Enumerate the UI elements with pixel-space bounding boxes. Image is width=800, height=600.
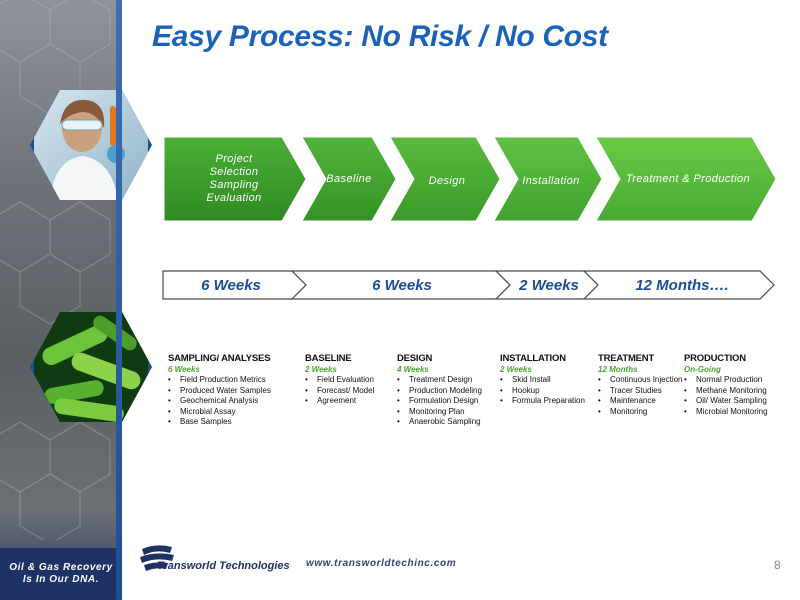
list-item: Forecast/ Model <box>305 386 374 397</box>
list-item: Microbial Assay <box>168 407 271 418</box>
column-list: Skid Install Hookup Formula Preparation <box>500 375 585 407</box>
slogan-line-1: Oil & Gas Recovery <box>9 562 113 573</box>
process-step-1-line-2: Selection <box>209 166 259 178</box>
column-baseline: BASELINE 2 Weeks Field Evaluation Foreca… <box>305 353 374 407</box>
column-duration: 4 Weeks <box>397 365 429 374</box>
column-production: PRODUCTION On-Going Normal Production Me… <box>684 353 768 417</box>
column-design: DESIGN 4 Weeks Treatment Design Producti… <box>397 353 482 428</box>
process-chevrons <box>162 136 777 300</box>
list-item: Anaerobic Sampling <box>397 417 482 428</box>
page-number: 8 <box>774 558 781 572</box>
list-item: Methane Monitoring <box>684 386 768 397</box>
process-step-1 <box>163 136 307 222</box>
column-list: Continuous Injection Tracer Studies Main… <box>598 375 683 417</box>
process-step-5-label: Treatment & Production <box>625 172 751 185</box>
list-item: Field Evaluation <box>305 375 374 386</box>
column-list: Treatment Design Production Modeling For… <box>397 375 482 428</box>
column-title: SAMPLING/ ANALYSES <box>168 353 271 364</box>
website-url[interactable]: www.transworldtechinc.com <box>306 558 457 569</box>
scientist-photo <box>30 90 152 200</box>
bacteria-photo <box>30 312 152 422</box>
process-step-4 <box>493 136 603 222</box>
list-item: Oil/ Water Sampling <box>684 396 768 407</box>
column-list: Normal Production Methane Monitoring Oil… <box>684 375 768 417</box>
process-step-2 <box>301 136 397 222</box>
list-item: Monitoring Plan <box>397 407 482 418</box>
list-item: Maintenance <box>598 396 683 407</box>
list-item: Skid Install <box>500 375 585 386</box>
process-step-1-line-4: Evaluation <box>206 192 262 204</box>
list-item: Geochemical Analysis <box>168 396 271 407</box>
duration-label-1: 6 Weeks <box>201 276 261 294</box>
list-item: Continuous Injection <box>598 375 683 386</box>
list-item: Production Modeling <box>397 386 482 397</box>
list-item: Formula Preparation <box>500 396 585 407</box>
column-duration: On-Going <box>684 365 721 374</box>
transworld-logo-icon <box>140 545 174 571</box>
sidebar: Oil & Gas Recovery Is In Our DNA. <box>0 0 152 600</box>
column-treatment: TREATMENT 12 Months Continuous Injection… <box>598 353 683 417</box>
process-step-3-label: Design <box>428 174 466 187</box>
slogan-line-2: Is In Our DNA. <box>22 574 100 585</box>
column-duration: 2 Weeks <box>500 365 532 374</box>
duration-segment-4 <box>582 270 775 300</box>
column-duration: 12 Months <box>598 365 638 374</box>
column-title: INSTALLATION <box>500 353 566 364</box>
list-item: Base Samples <box>168 417 271 428</box>
duration-bar <box>162 270 775 300</box>
process-step-1-line-1: Project <box>215 153 253 165</box>
column-title: PRODUCTION <box>684 353 746 364</box>
list-item: Produced Water Samples <box>168 386 271 397</box>
list-item: Field Production Metrics <box>168 375 271 386</box>
process-step-2-label: Baseline <box>326 172 372 185</box>
process-step-3 <box>389 136 501 222</box>
column-title: DESIGN <box>397 353 433 364</box>
column-duration: 6 Weeks <box>168 365 200 374</box>
list-item: Tracer Studies <box>598 386 683 397</box>
duration-label-4: 12 Months…. <box>635 276 729 294</box>
list-item: Treatment Design <box>397 375 482 386</box>
column-title: BASELINE <box>305 353 352 364</box>
slide-title: Easy Process: No Risk / No Cost <box>152 20 608 53</box>
column-list: Field Production Metrics Produced Water … <box>168 375 271 428</box>
list-item: Agreement <box>305 396 374 407</box>
list-item: Microbial Monitoring <box>684 407 768 418</box>
process-step-1-line-3: Sampling <box>209 179 259 191</box>
column-duration: 2 Weeks <box>305 365 337 374</box>
column-title: TREATMENT <box>598 353 655 364</box>
logo-text: Transworld Technologies <box>157 560 290 572</box>
column-list: Field Evaluation Forecast/ Model Agreeme… <box>305 375 374 407</box>
list-item: Hookup <box>500 386 585 397</box>
column-sampling: SAMPLING/ ANALYSES 6 Weeks Field Product… <box>168 353 271 428</box>
process-step-5 <box>595 136 777 222</box>
list-item: Monitoring <box>598 407 683 418</box>
sidebar-footer: Oil & Gas Recovery Is In Our DNA. <box>0 548 122 600</box>
list-item: Formulation Design <box>397 396 482 407</box>
column-installation: INSTALLATION 2 Weeks Skid Install Hookup… <box>500 353 585 407</box>
process-step-1-label: Project Selection Sampling Evaluation <box>178 150 290 208</box>
list-item: Normal Production <box>684 375 768 386</box>
process-step-4-label: Installation <box>522 174 580 187</box>
duration-label-3: 2 Weeks <box>519 276 579 294</box>
duration-label-2: 6 Weeks <box>372 276 432 294</box>
